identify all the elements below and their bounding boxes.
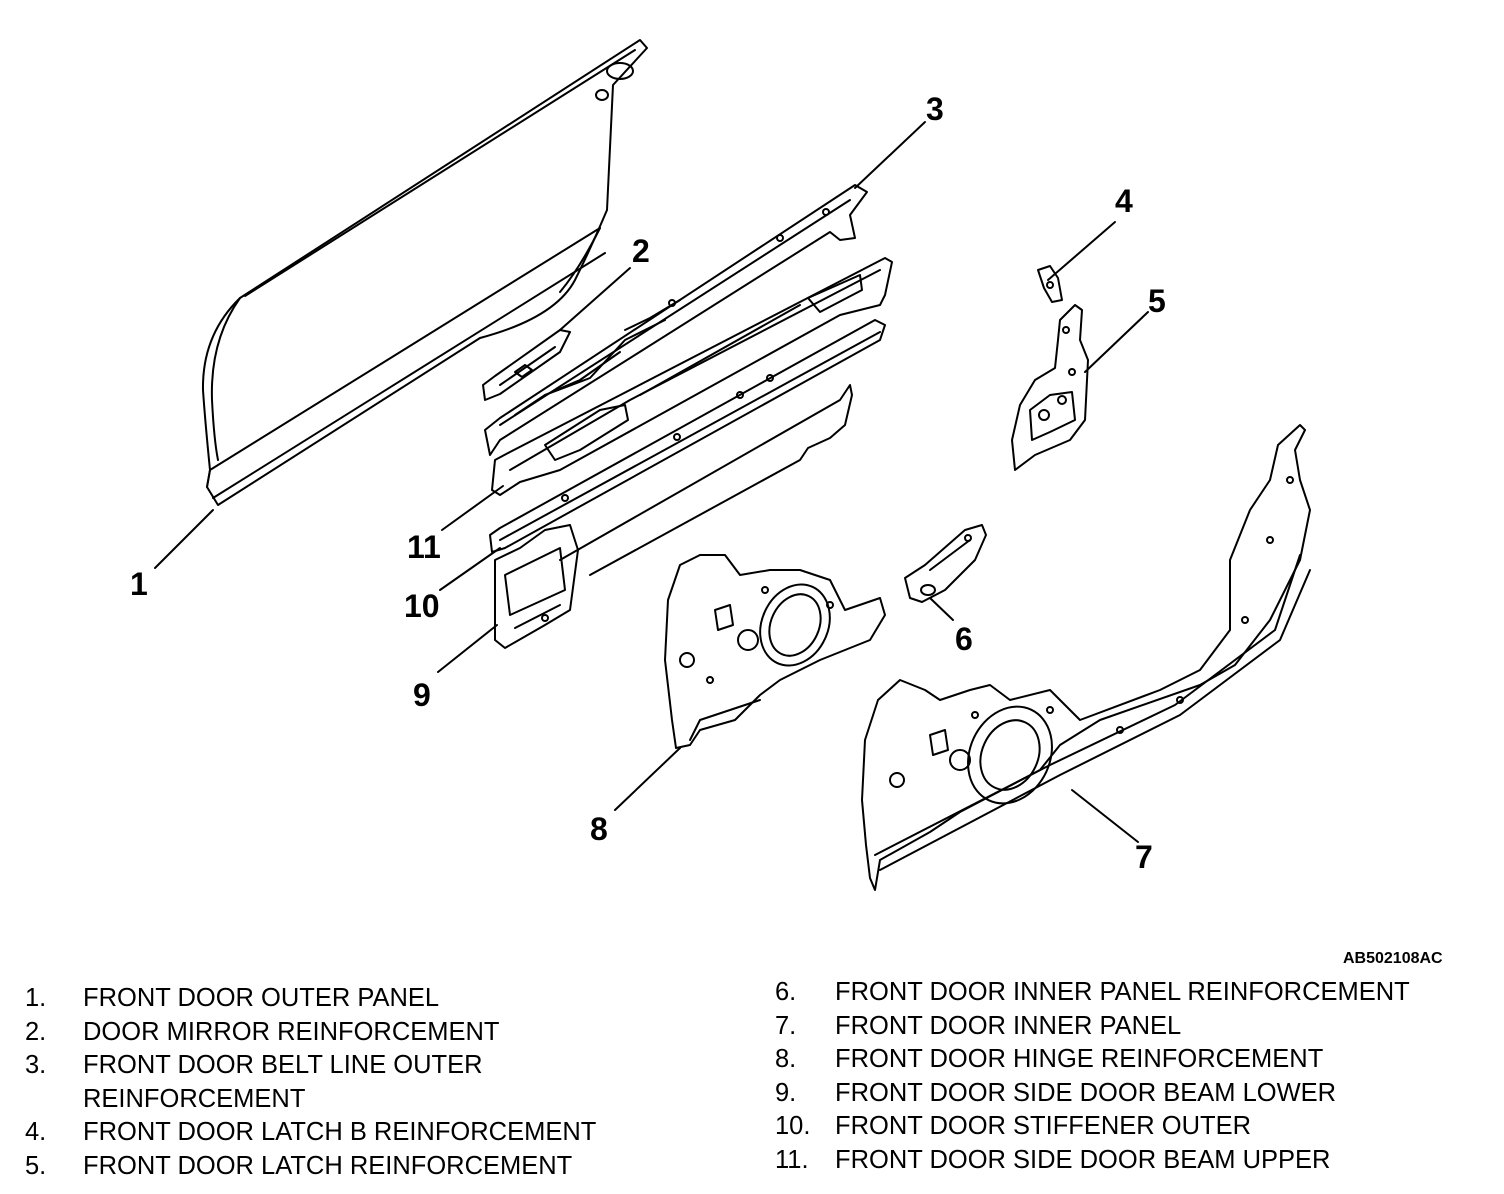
legend-text: FRONT DOOR INNER PANEL — [835, 1011, 1182, 1040]
legend-num: 2. — [25, 1017, 47, 1046]
part-mirror-reinforcement — [482, 329, 571, 401]
callout-numbers: 1 2 3 4 5 6 7 8 9 10 11 — [130, 91, 1166, 875]
legend-text: FRONT DOOR INNER PANEL REINFORCEMENT — [835, 978, 1410, 1006]
part-latch-reinforcement — [1011, 304, 1089, 471]
legend-num: 9. — [775, 1078, 797, 1107]
part-inner-panel — [861, 424, 1311, 891]
legend-text: FRONT DOOR LATCH REINFORCEMENT — [83, 1151, 573, 1180]
callout-3: 3 — [926, 91, 944, 127]
callout-6: 6 — [955, 621, 973, 657]
leader-lines — [154, 121, 1149, 843]
legend-text: FRONT DOOR BELT LINE OUTER — [83, 1051, 483, 1079]
callout-1: 1 — [130, 566, 148, 602]
legend-item-5: 5. FRONT DOOR LATCH REINFORCEMENT — [25, 1150, 725, 1184]
callout-7: 7 — [1135, 839, 1153, 875]
legend-item-3: 3. FRONT DOOR BELT LINE OUTER — [25, 1049, 725, 1083]
legend-text: REINFORCEMENT — [83, 1084, 306, 1113]
part-inner-panel-reinforcement — [904, 524, 987, 603]
legend-item-1: 1. FRONT DOOR OUTER PANEL — [25, 982, 725, 1016]
callout-4: 4 — [1115, 183, 1133, 219]
reference-code: AB502108AC — [1343, 950, 1443, 967]
legend-item-8: 8. FRONT DOOR HINGE REINFORCEMENT — [775, 1043, 1495, 1077]
callout-11: 11 — [407, 529, 441, 565]
callout-9: 9 — [413, 677, 431, 713]
legend-item-4: 4. FRONT DOOR LATCH B REINFORCEMENT — [25, 1116, 725, 1150]
legend-left: 1. FRONT DOOR OUTER PANEL 2. DOOR MIRROR R… — [25, 982, 725, 1183]
legend-text: FRONT DOOR SIDE DOOR BEAM LOWER — [835, 1078, 1337, 1107]
legend-num: 5. — [25, 1151, 47, 1180]
part-belt-line-reinforcement — [484, 184, 868, 456]
legend-item-9: 9. FRONT DOOR SIDE DOOR BEAM LOWER — [775, 1077, 1495, 1111]
legend-num: 7. — [775, 1011, 797, 1040]
legend-text: DOOR MIRROR REINFORCEMENT — [83, 1017, 500, 1046]
legend-item-6: 6. FRONT DOOR INNER PANEL REINFORCEMENT — [775, 976, 1495, 1010]
legend-text: FRONT DOOR OUTER PANEL — [83, 984, 440, 1012]
callout-8: 8 — [590, 811, 608, 847]
legend-text: FRONT DOOR HINGE REINFORCEMENT — [835, 1045, 1324, 1073]
legend-item-7: 7. FRONT DOOR INNER PANEL — [775, 1010, 1495, 1044]
legend-item-3-cont: REINFORCEMENT — [25, 1083, 725, 1117]
legend-num: 8. — [775, 1045, 797, 1073]
legend-num: 6. — [775, 978, 797, 1006]
part-hinge-reinforcement — [664, 554, 886, 749]
legend-text: FRONT DOOR STIFFENER OUTER — [835, 1112, 1252, 1140]
part-outer-panel — [201, 39, 648, 506]
part-latch-b-reinforcement — [1037, 265, 1063, 303]
part-beam-upper — [491, 257, 893, 496]
callout-5: 5 — [1148, 283, 1166, 319]
legend-text: FRONT DOOR SIDE DOOR BEAM UPPER — [835, 1145, 1331, 1174]
legend-item-11: 11. FRONT DOOR SIDE DOOR BEAM UPPER — [775, 1144, 1495, 1178]
legend-num: 4. — [25, 1118, 47, 1146]
part-beam-lower — [494, 384, 853, 649]
legend-num: 10. — [775, 1112, 811, 1140]
callout-10: 10 — [404, 588, 440, 624]
legend-item-10: 10. FRONT DOOR STIFFENER OUTER — [775, 1110, 1495, 1144]
legend-text: FRONT DOOR LATCH B REINFORCEMENT — [83, 1118, 597, 1146]
legend-num: 1. — [25, 984, 47, 1012]
legend-item-2: 2. DOOR MIRROR REINFORCEMENT — [25, 1016, 725, 1050]
legend-right: 6. FRONT DOOR INNER PANEL REINFORCEMENT 7… — [775, 976, 1495, 1177]
exploded-door-diagram: 1 2 3 4 5 6 7 8 9 10 11 — [130, 39, 1311, 891]
legend-num: 3. — [25, 1051, 47, 1079]
callout-2: 2 — [632, 233, 650, 269]
legend-num: 11. — [775, 1145, 809, 1174]
